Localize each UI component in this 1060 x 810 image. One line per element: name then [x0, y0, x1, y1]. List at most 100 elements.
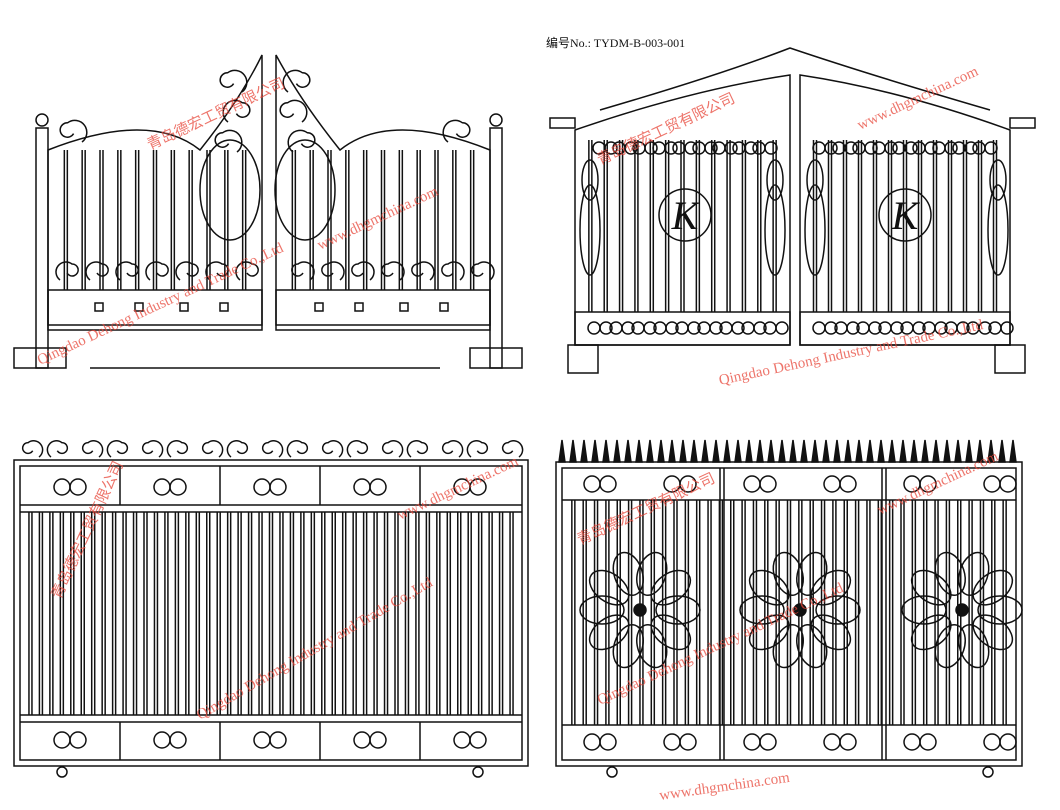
scroll-ornament — [253, 478, 271, 496]
left-foot — [567, 344, 599, 374]
right-foot — [994, 344, 1026, 374]
scroll-ornament — [441, 261, 465, 281]
inner-frame — [19, 465, 523, 761]
spear-tip — [723, 439, 731, 463]
spear-tip — [657, 439, 665, 463]
post — [489, 127, 503, 369]
scroll-ornament — [753, 321, 767, 335]
spear-tip — [943, 439, 951, 463]
flower-petal — [796, 551, 828, 596]
spear-tip — [1009, 439, 1017, 463]
scroll-ornament — [442, 119, 471, 143]
spear-tip — [591, 439, 599, 463]
scroll-ornament — [46, 440, 69, 458]
flower-petal — [972, 614, 1014, 651]
scroll-ornament — [752, 141, 766, 155]
scroll-ornament — [583, 475, 601, 493]
scroll-ornament — [469, 478, 487, 496]
post — [35, 127, 49, 369]
scroll-ornament — [704, 141, 718, 155]
watermark-text: www.dhgmchina.com — [658, 770, 791, 804]
spear-tip — [822, 439, 830, 463]
top-arch — [599, 47, 991, 111]
post-cap — [35, 113, 49, 127]
scroll-ornament — [587, 321, 601, 335]
scroll-ornament — [912, 321, 926, 335]
flower-petal — [636, 551, 668, 596]
scroll-ornament — [824, 321, 838, 335]
scroll-ornament — [844, 141, 858, 155]
side-ornament — [766, 159, 784, 201]
spear-tip — [910, 439, 918, 463]
flower-petal — [796, 624, 828, 669]
spear-tip — [877, 439, 885, 463]
spear-tip — [613, 439, 621, 463]
scroll-ornament — [868, 321, 882, 335]
spear-tip — [987, 439, 995, 463]
scroll-ornament — [286, 440, 309, 458]
side-ornament — [989, 159, 1007, 201]
flower-petal — [650, 569, 692, 606]
square-ornament — [219, 302, 229, 312]
flower-petal — [588, 569, 630, 606]
scroll-ornament — [872, 141, 886, 155]
spear-tip — [888, 439, 896, 463]
flower-petal — [636, 624, 668, 669]
wheel — [982, 766, 994, 778]
scroll-ornament — [999, 475, 1017, 493]
scroll-ornament — [261, 440, 284, 458]
scroll-ornament — [235, 261, 259, 281]
scroll-ornament — [599, 321, 613, 335]
scroll-ornament — [884, 141, 898, 155]
scroll-ornament — [145, 261, 169, 281]
scroll-ornament — [501, 440, 524, 458]
right-leaf — [799, 74, 1011, 346]
scroll-ornament — [1000, 321, 1014, 335]
spear-tip — [778, 439, 786, 463]
scroll-ornament — [731, 321, 745, 335]
spear-tip — [569, 439, 577, 463]
inner-frame — [561, 467, 1017, 761]
spear-tip — [932, 439, 940, 463]
spear-tip — [844, 439, 852, 463]
scroll-ornament — [291, 261, 315, 281]
k-emblem-ring — [878, 188, 932, 242]
flower-petal — [588, 614, 630, 651]
spear-tip — [558, 439, 566, 463]
scroll-ornament — [466, 440, 489, 458]
spear-tip — [855, 439, 863, 463]
scroll-ornament — [269, 478, 287, 496]
scroll-ornament — [904, 141, 918, 155]
scroll-ornament — [81, 440, 104, 458]
scroll-ornament — [839, 733, 857, 751]
scroll-ornament — [279, 99, 308, 123]
scroll-ornament — [469, 731, 487, 749]
scroll-ornament — [411, 261, 435, 281]
spear-tip — [800, 439, 808, 463]
flower-petal — [977, 595, 1023, 625]
flower-petal — [739, 595, 785, 625]
scroll-ornament — [823, 733, 841, 751]
scroll-ornament — [106, 440, 129, 458]
scroll-ornament — [759, 475, 777, 493]
scroll-ornament — [944, 141, 958, 155]
scroll-ornament — [282, 69, 311, 93]
flower-petal — [612, 624, 644, 669]
scroll-ornament — [824, 141, 838, 155]
flower-petal — [810, 569, 852, 606]
scroll-ornament — [890, 321, 904, 335]
scroll-ornament — [369, 478, 387, 496]
post-cap — [489, 113, 503, 127]
flower-petal — [748, 614, 790, 651]
spear-tip — [745, 439, 753, 463]
spear-tip — [833, 439, 841, 463]
wheel — [56, 766, 68, 778]
scroll-ornament — [679, 475, 697, 493]
scroll-ornament — [599, 733, 617, 751]
scroll-ornament — [219, 69, 248, 93]
scroll-ornament — [604, 141, 618, 155]
spear-tip — [921, 439, 929, 463]
scroll-ornament — [115, 261, 139, 281]
scroll-ornament — [644, 141, 658, 155]
scroll-ornament — [381, 261, 405, 281]
